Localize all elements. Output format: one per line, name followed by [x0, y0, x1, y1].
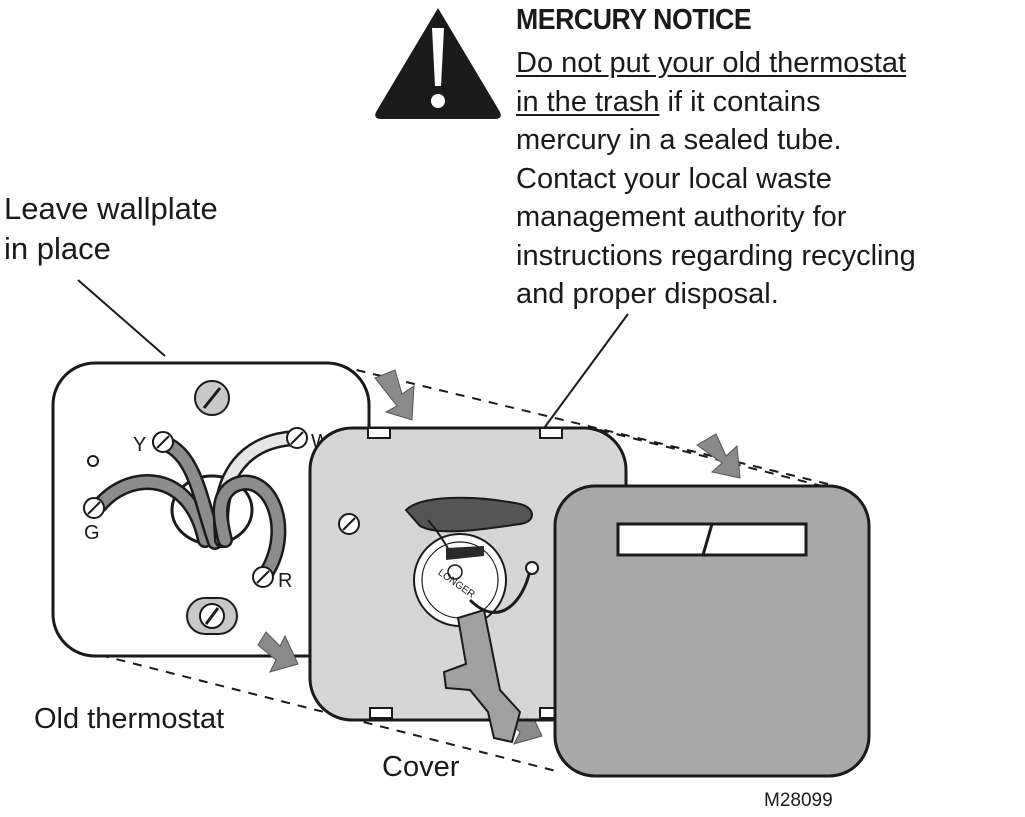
- wallplate: Y W G R: [51, 361, 371, 658]
- terminal-label-r: R: [278, 570, 292, 592]
- old-thermostat-body: LONGER: [308, 426, 628, 744]
- terminal-label-y: Y: [133, 434, 146, 456]
- wallplate-label-line-1: Leave wallplate: [4, 191, 218, 226]
- terminal-screw-r: [252, 566, 274, 588]
- mercury-notice-body: Do not put your old thermostat in the tr…: [516, 44, 1016, 314]
- notice-line-2-underlined: in the trash: [516, 85, 660, 118]
- notice-line-7: and proper disposal.: [516, 278, 779, 310]
- notice-line-2-rest: if it contains: [659, 85, 821, 118]
- mercury-notice-title: MERCURY NOTICE: [516, 4, 752, 36]
- thermostat-cover: [553, 484, 871, 778]
- wallplate-label: Leave wallplate in place: [4, 189, 218, 269]
- terminal-screw-g: [83, 497, 105, 519]
- notice-line-3: mercury in a sealed tube.: [516, 124, 842, 156]
- terminal-label-g: G: [84, 522, 100, 544]
- perspective-dashed-lines: [99, 365, 831, 773]
- terminal-screw-w: [286, 427, 308, 449]
- wallplate-label-line-2: in place: [4, 231, 111, 266]
- arrow-icon: [374, 369, 415, 421]
- old-thermostat-label: Old thermostat: [34, 703, 225, 735]
- notice-line-4: Contact your local waste: [516, 162, 832, 195]
- notice-line-5: management authority for: [516, 201, 847, 233]
- notice-line-1: Do not put your old thermostat: [516, 47, 907, 79]
- notice-line-6: instructions regarding recycling: [516, 239, 916, 272]
- figure-code: M28099: [764, 790, 833, 811]
- arrow-icon: [696, 433, 741, 479]
- terminal-screw-y: [152, 431, 174, 453]
- arrow-icon: [257, 631, 299, 673]
- mercury-tube: [404, 496, 533, 533]
- warning-triangle-icon: [375, 8, 501, 119]
- adjustment-lever: [442, 608, 522, 744]
- wallplate-leader-line: [77, 279, 166, 357]
- cover-label: Cover: [382, 751, 460, 783]
